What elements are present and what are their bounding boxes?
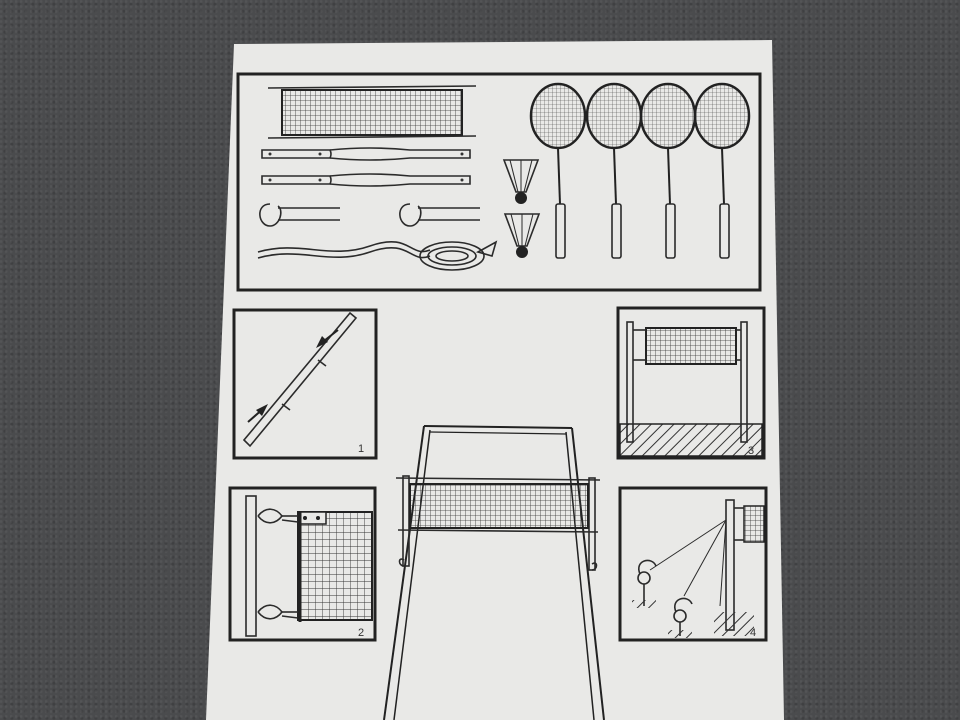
net-icon (633, 327, 741, 365)
shuttlecock-icon (502, 159, 540, 204)
guy-rope-icon (257, 240, 498, 271)
step-1-number: 1 (358, 443, 364, 455)
pole-icon (245, 495, 257, 637)
net-icon (297, 511, 373, 622)
pole-icon (261, 147, 471, 161)
pole-icon (261, 173, 471, 187)
arrow-icon (247, 404, 268, 423)
stake-icon (399, 203, 480, 227)
assembled-net-illustration (383, 425, 605, 720)
pole-icon (626, 321, 748, 443)
racket-icon (693, 82, 751, 259)
step-2-number: 2 (358, 627, 364, 639)
racket-icon (585, 82, 643, 259)
net-icon (267, 85, 477, 139)
arrow-icon (316, 329, 339, 348)
step-3-panel: 3 (616, 306, 766, 460)
shuttlecock-icon (503, 213, 541, 258)
pole-icon (242, 311, 358, 448)
net-icon (734, 505, 765, 543)
net-icon (395, 477, 601, 533)
step-4-number: 4 (750, 627, 756, 639)
step-3-number: 3 (748, 445, 754, 457)
stake-icon (259, 203, 340, 227)
guy-rope-icon (257, 508, 299, 620)
stake-icon (632, 559, 657, 608)
parts-panel (236, 72, 762, 292)
step-4-panel: 4 (618, 486, 768, 642)
step-1-panel: 1 (232, 308, 378, 460)
racket-icon (529, 82, 587, 259)
guy-rope-icon (649, 519, 727, 607)
step-2-panel: 2 (228, 486, 377, 642)
stake-icon (668, 597, 693, 638)
